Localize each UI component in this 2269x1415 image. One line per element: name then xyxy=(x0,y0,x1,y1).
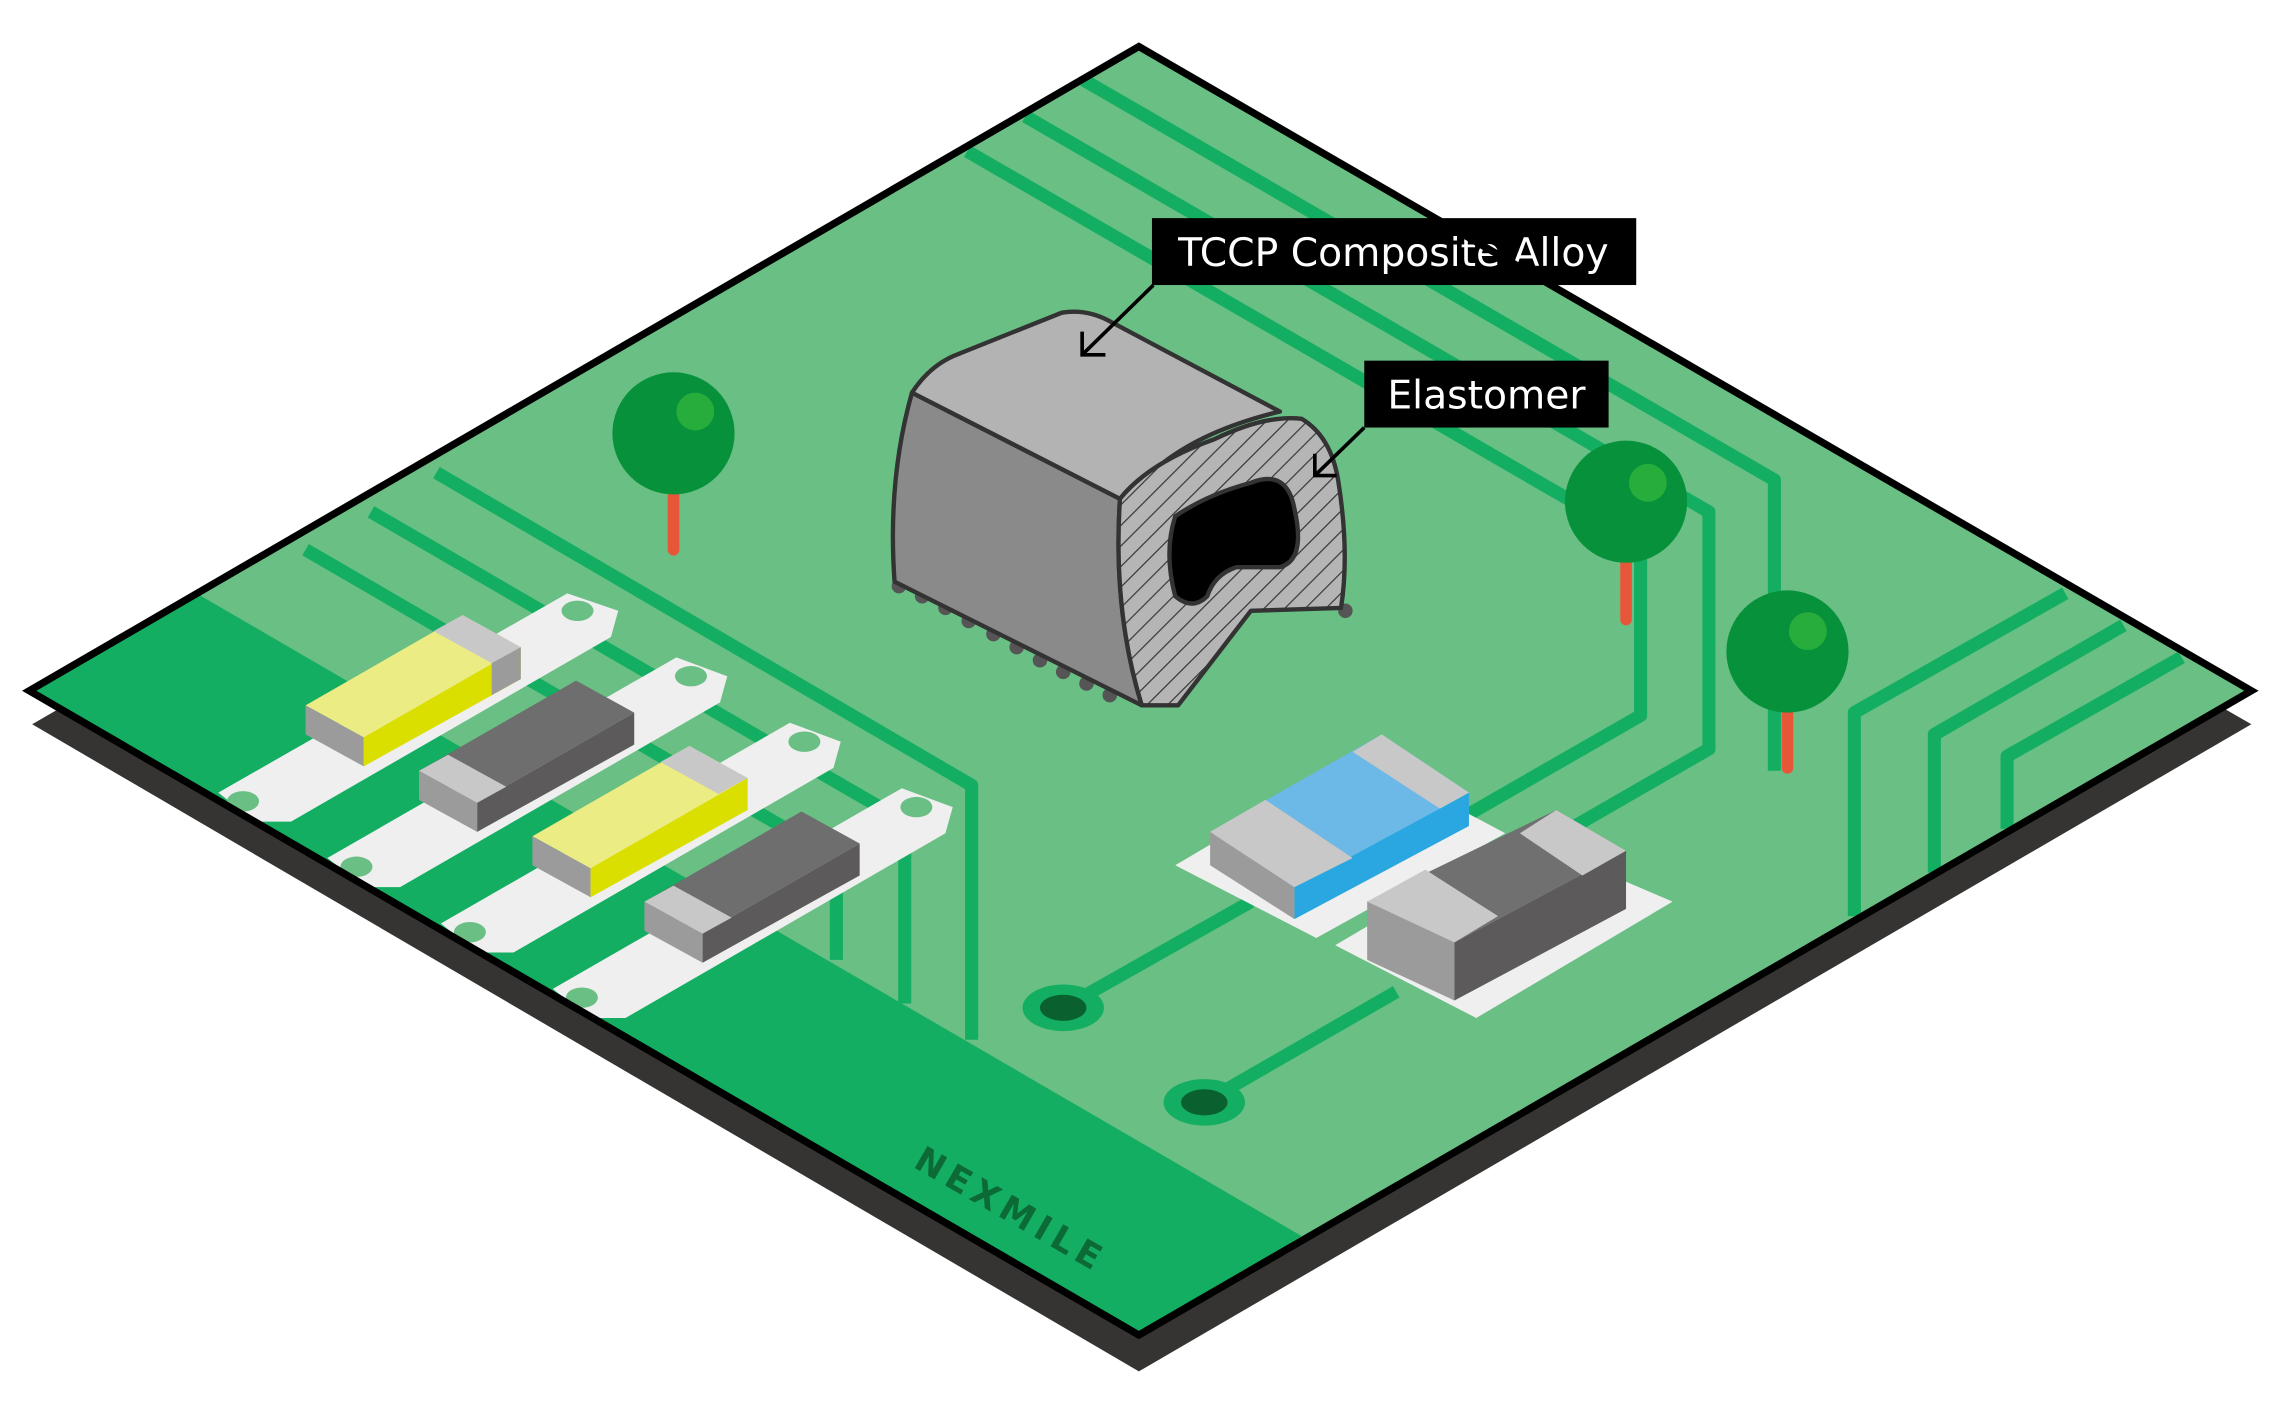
resistor-yellow xyxy=(305,615,521,767)
via xyxy=(1022,984,1104,1032)
label-alloy: TCCP Composite Alloy xyxy=(1177,231,1609,276)
callout-elastomer: Elastomer xyxy=(1313,360,1609,478)
via xyxy=(1163,1079,1246,1126)
elastomer-core xyxy=(1167,476,1301,606)
capacitor-blue xyxy=(1210,734,1469,920)
tree xyxy=(1564,440,1688,626)
label-elastomer: Elastomer xyxy=(1387,374,1586,419)
tree xyxy=(612,372,735,556)
tree xyxy=(1726,590,1849,774)
board-outline xyxy=(22,42,2259,1340)
resistor-large xyxy=(1367,810,1627,1001)
callout-alloy: TCCP Composite Alloy xyxy=(1080,218,1637,357)
resistor-yellow xyxy=(532,746,748,898)
pad-holes xyxy=(227,600,933,1008)
resistor-dark xyxy=(419,680,635,832)
resistor-dark xyxy=(644,811,860,963)
traces xyxy=(302,74,2185,1109)
gasket-component xyxy=(890,309,1353,708)
